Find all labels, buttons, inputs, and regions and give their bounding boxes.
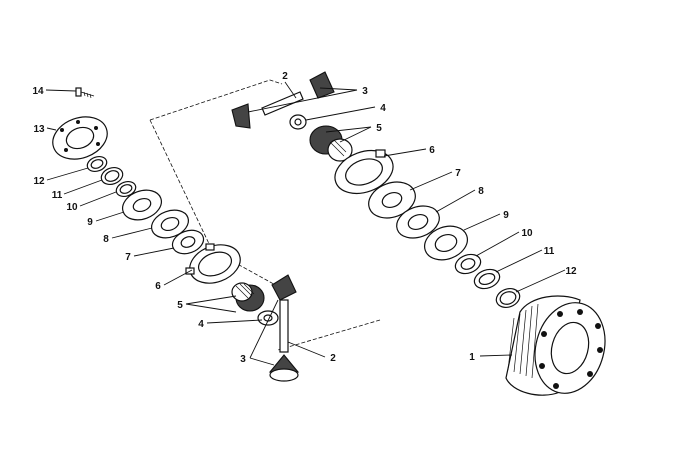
callout-6-right: 6 [429,145,435,156]
disc-7-left-inner [180,236,196,248]
callout-4-right: 4 [380,103,386,114]
callout-1-right: 1 [469,352,475,363]
assembly-dashed-outline [149,79,381,351]
callout-8-right: 8 [478,186,484,197]
callout-9-left: 9 [87,217,93,228]
differential-housing-part [505,295,606,396]
washer-10-left-inner [119,184,133,194]
ring-11-right-inner [478,272,496,286]
shaft-2-right [261,91,304,116]
callout-11-right: 11 [544,246,555,257]
plate-8-right-inner [407,213,429,231]
callout-2-right: 2 [282,71,288,82]
leader-lines [45,81,566,366]
ring-12-left-inner [90,159,104,169]
callout-5-left: 5 [177,300,183,311]
ring-11-left-inner [104,170,120,182]
washer-10-right-inner [460,258,476,270]
callout-7-left: 7 [125,252,131,263]
callout-3-right: 3 [362,86,368,97]
pinion-gear-3-left-top [271,274,297,301]
callout-7-right: 7 [455,168,461,179]
callout-6-left: 6 [155,281,161,292]
bolt-part [75,87,95,99]
side-gear-5-left [231,282,265,312]
callout-11-left: 11 [52,190,63,201]
callout-12-right: 12 [565,266,577,277]
shaft-2-left [279,299,289,353]
pinion-gear-3-left-bottom [268,354,300,382]
callout-10-right: 10 [521,228,533,239]
plate-9-right-inner [434,233,458,253]
callout-3-left: 3 [240,354,246,365]
cover-flange-part [52,116,108,160]
callout-9-right: 9 [503,210,509,221]
plate-8-left-inner [160,216,180,232]
callout-12-left: 12 [33,176,45,187]
callout-5-right: 5 [376,123,382,134]
callout-2-left: 2 [330,353,336,364]
plate-9-left-inner [132,197,152,213]
callout-14-left: 14 [32,86,44,97]
callout-10-left: 10 [66,202,78,213]
pressure-ring-6-left [185,243,241,284]
callout-4-left: 4 [198,319,204,330]
ring-12-right-inner [499,291,517,305]
side-gear-5-right [309,125,353,162]
callout-13-left: 13 [33,124,45,135]
pressure-ring-6-right [334,149,394,195]
callout-8-left: 8 [103,234,109,245]
pinion-gear-3-right [231,71,335,129]
disc-7-right-inner [381,191,403,209]
washer-4-right-inner [294,118,302,126]
